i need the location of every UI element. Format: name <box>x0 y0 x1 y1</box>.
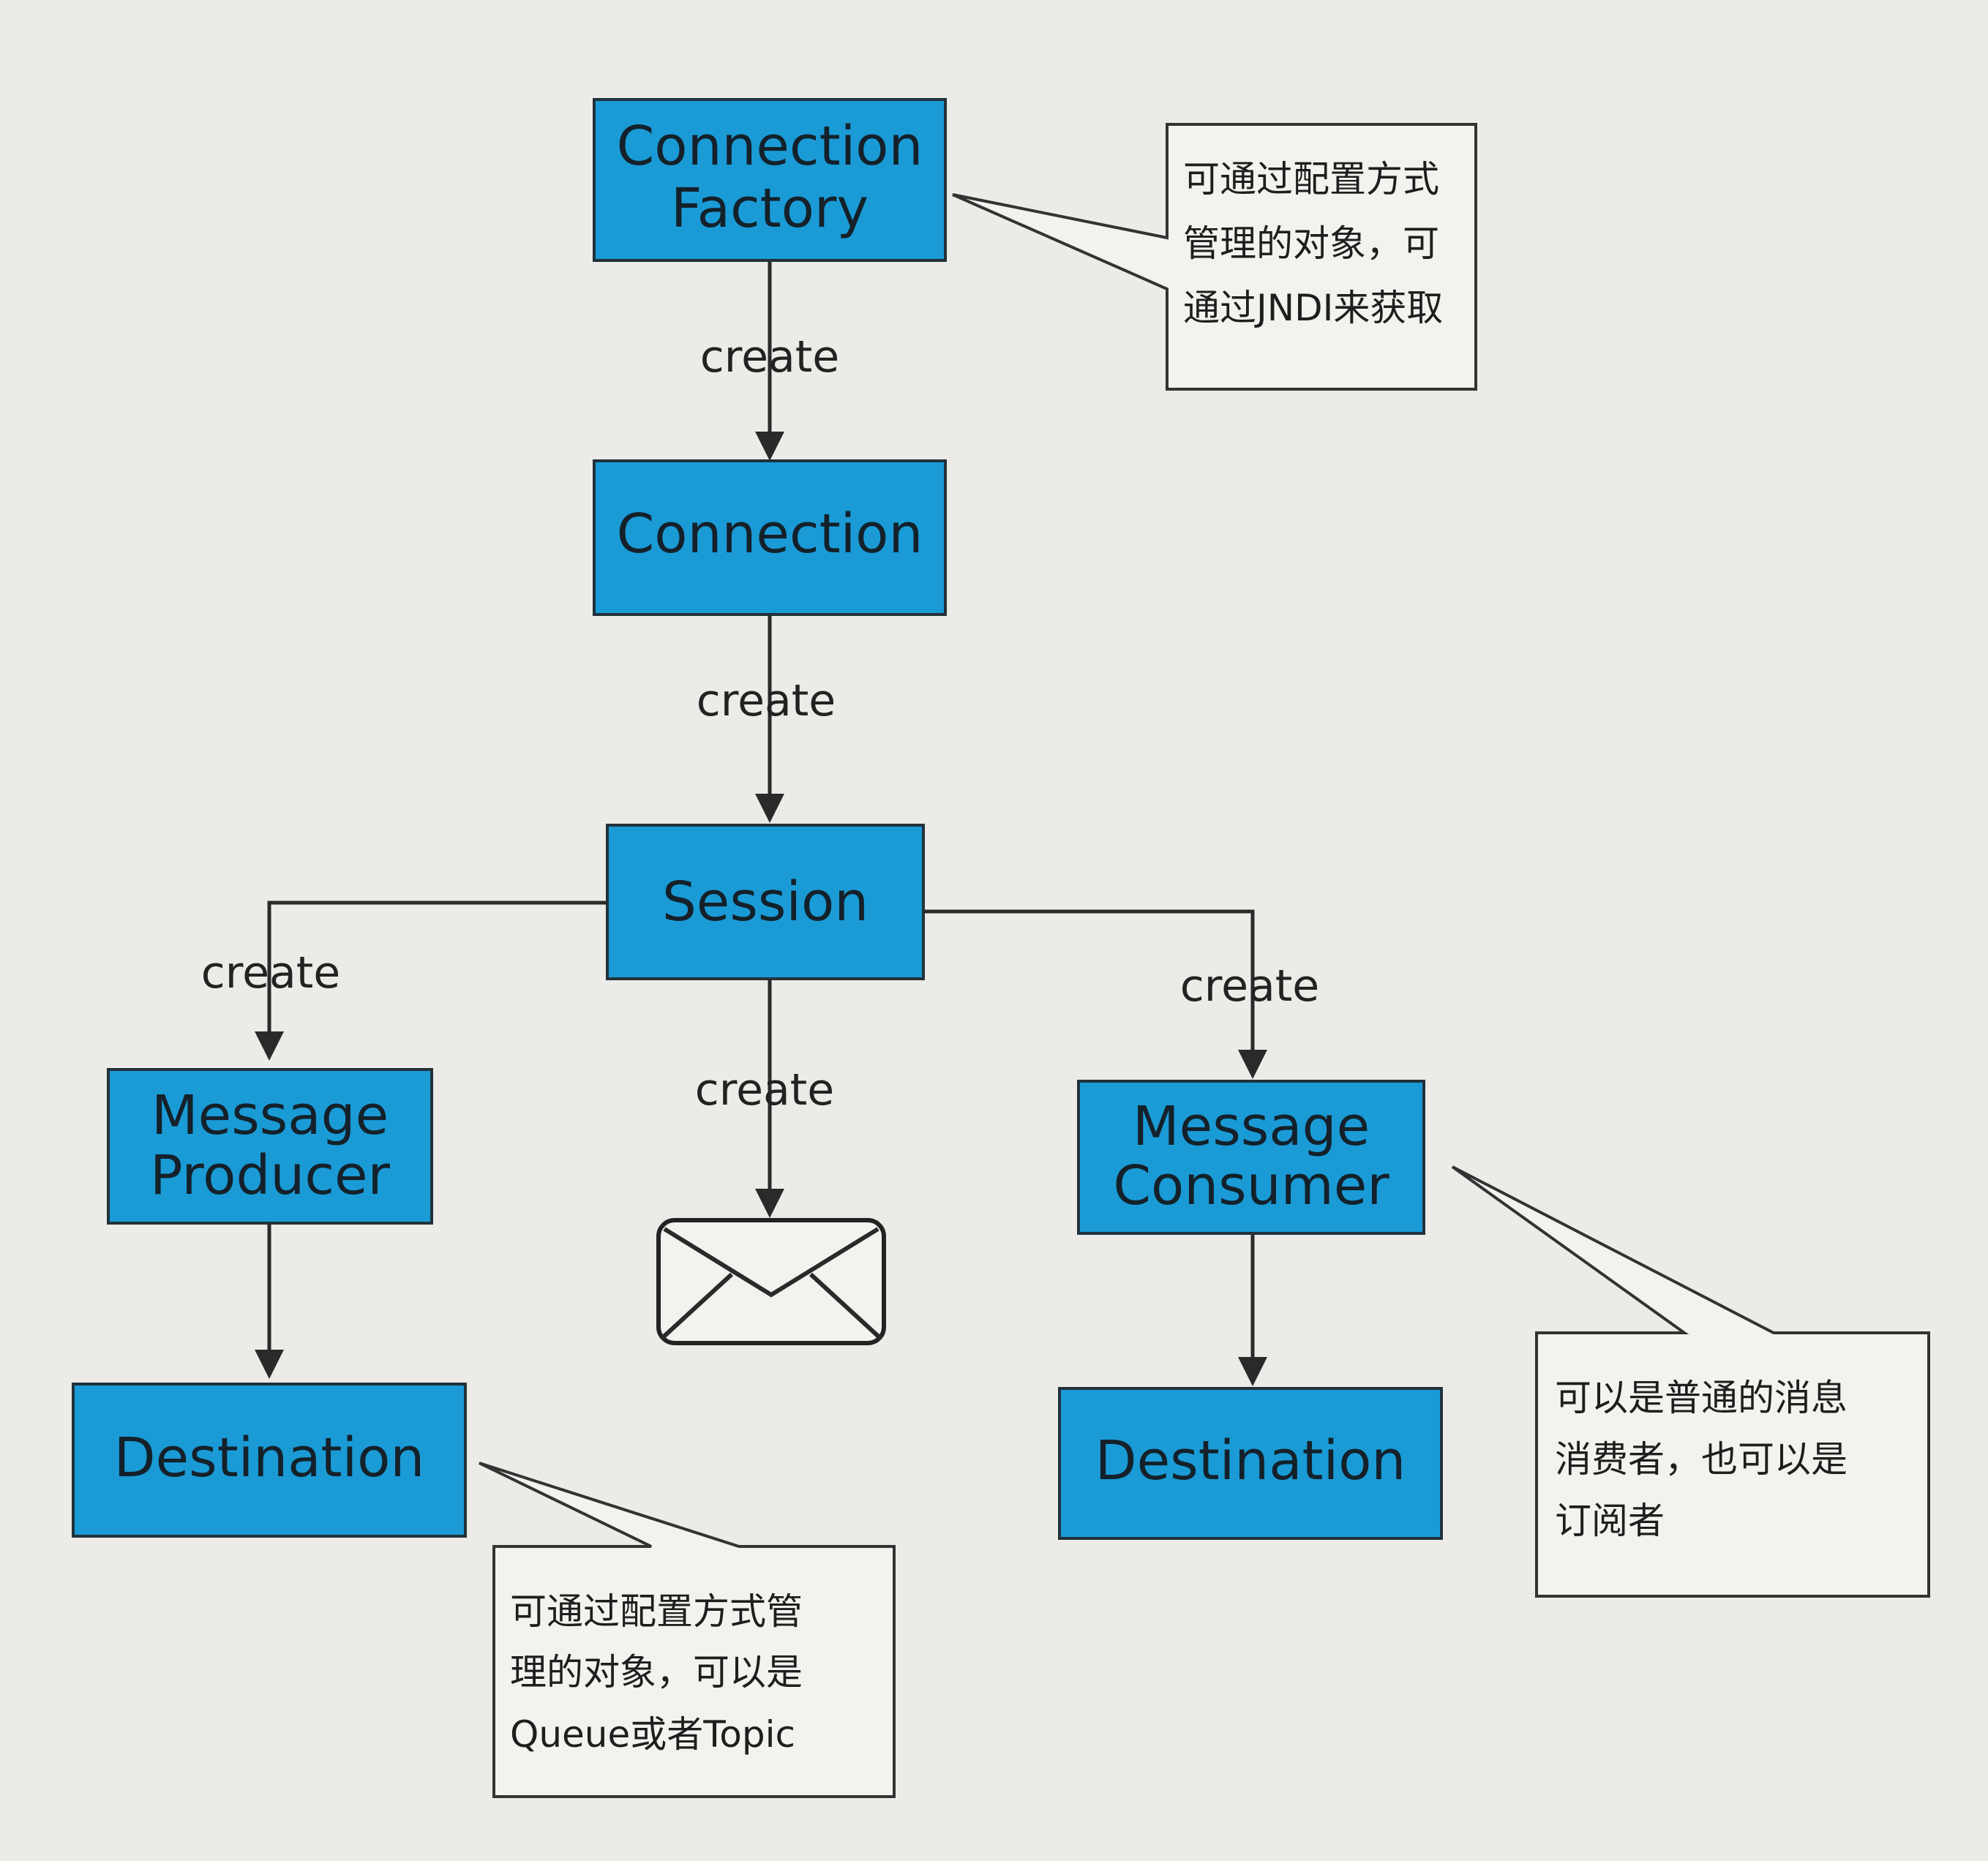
callout-destination-line: 可通过配置方式管 <box>510 1590 803 1633</box>
edge-label-create: create <box>201 947 340 999</box>
box-session: Session <box>606 824 925 980</box>
edge-label-create: create <box>700 331 839 383</box>
envelope-icon <box>656 1218 886 1345</box>
edge-label-create: create <box>1180 960 1319 1012</box>
box-label: Message <box>1133 1095 1370 1158</box>
box-message-consumer-rect <box>1077 1080 1425 1235</box>
box-label: Producer <box>150 1144 390 1207</box>
envelope-fold-right <box>809 1272 883 1341</box>
box-label: Consumer <box>1113 1154 1389 1217</box>
callout-destination-line: Queue或者Topic <box>510 1713 795 1756</box>
callout-factory-line: 管理的对象，可 <box>1183 222 1439 265</box>
callout-consumer: 可以是普通的消息 消费者，也可以是 订阅者 <box>1451 1165 1930 1598</box>
envelope-flap <box>663 1227 879 1298</box>
arrowhead <box>755 1189 784 1218</box>
callout-consumer-line: 订阅者 <box>1555 1500 1665 1542</box>
callout-consumer-line: 消费者，也可以是 <box>1555 1438 1848 1481</box>
box-session-rect <box>606 824 925 980</box>
box-connection-factory: Connection Factory <box>593 98 947 262</box>
callout-consumer-line: 可以是普通的消息 <box>1555 1377 1848 1419</box>
arrowhead <box>255 1031 284 1061</box>
box-connection: Connection <box>593 459 947 616</box>
box-destination-left-rect <box>72 1383 467 1538</box>
box-message-consumer: Message Consumer <box>1077 1080 1425 1235</box>
callout-consumer-balloon <box>1451 1165 1930 1598</box>
envelope-fold-left <box>659 1272 734 1341</box>
arrowhead <box>755 432 784 461</box>
callout-factory-balloon <box>952 123 1477 391</box>
box-label: Connection <box>617 503 923 565</box>
box-label: Connection <box>617 115 923 178</box>
callout-destination-line: 理的对象，可以是 <box>510 1651 803 1693</box>
edge-label-create: create <box>695 1064 834 1116</box>
box-label: Destination <box>114 1426 425 1489</box>
box-destination-left: Destination <box>72 1383 467 1538</box>
callout-destination: 可通过配置方式管 理的对象，可以是 Queue或者Topic <box>479 1462 896 1798</box>
box-label: Destination <box>1095 1429 1406 1492</box>
box-connection-rect <box>593 459 947 616</box>
callout-factory-line: 通过JNDI来获取 <box>1183 287 1443 329</box>
edge-session-consumer <box>923 909 1255 1053</box>
envelope-body <box>656 1218 886 1345</box>
edge-labels: create create create create create <box>201 331 1319 1116</box>
arrowhead <box>1238 1050 1267 1079</box>
box-destination-right: Destination <box>1058 1387 1443 1540</box>
edge-session-producer <box>267 901 607 1035</box>
box-connection-factory-rect <box>593 98 947 262</box>
callout-factory-line: 可通过配置方式 <box>1183 158 1439 200</box>
box-destination-right-rect <box>1058 1387 1443 1540</box>
callout-destination-balloon <box>479 1462 896 1798</box>
box-message-producer: Message Producer <box>107 1068 433 1225</box>
box-label: Message <box>151 1084 389 1147</box>
box-label: Factory <box>671 177 869 240</box>
box-message-producer-rect <box>107 1068 433 1225</box>
connectors <box>255 260 1267 1386</box>
arrowhead <box>255 1350 284 1379</box>
arrowhead <box>755 794 784 823</box>
arrowhead <box>1238 1357 1267 1386</box>
callout-factory: 可通过配置方式 管理的对象，可 通过JNDI来获取 <box>952 123 1477 391</box>
box-label: Session <box>662 871 869 933</box>
edge-label-create: create <box>697 675 836 726</box>
